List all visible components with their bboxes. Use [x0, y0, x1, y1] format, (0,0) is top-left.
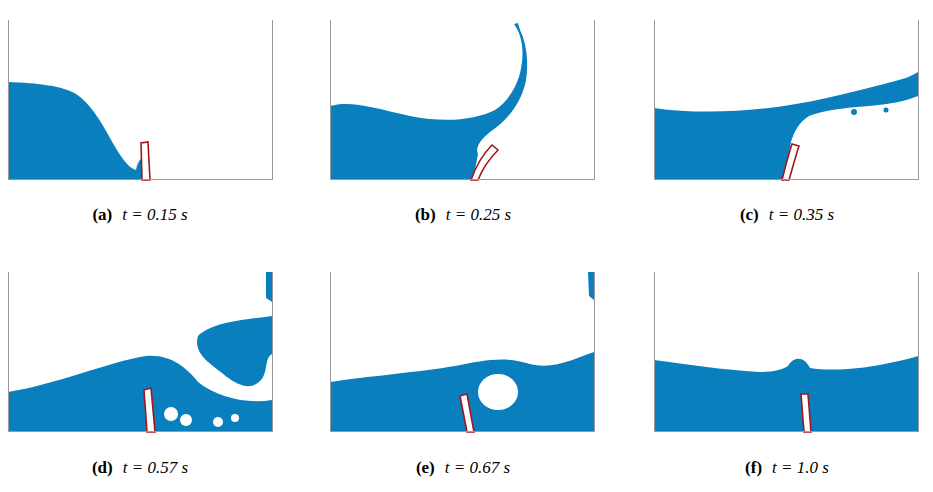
time-label: t = 0.25 s	[446, 205, 511, 225]
panel-caption: (b) t = 0.25 s	[415, 205, 511, 225]
time-label: t = 1.0 s	[772, 458, 829, 478]
time-label: t = 0.67 s	[445, 458, 510, 478]
panel-tag: (f)	[745, 458, 762, 478]
panel-caption: (e) t = 0.67 s	[416, 458, 510, 478]
snapshot-panel	[654, 20, 919, 180]
snapshot-panel	[654, 272, 919, 432]
panel-caption: (a) t = 0.15 s	[92, 205, 187, 225]
snapshot-panel	[330, 272, 595, 432]
panel-caption: (c) t = 0.35 s	[740, 205, 834, 225]
panel-caption: (f) t = 1.0 s	[745, 458, 829, 478]
panel-caption: (d) t = 0.57 s	[92, 458, 188, 478]
panel-tag: (b)	[415, 205, 436, 225]
snapshot-panel	[8, 272, 273, 432]
snapshot-panel	[330, 20, 595, 180]
time-label: t = 0.15 s	[122, 205, 187, 225]
panel-tag: (c)	[740, 205, 759, 225]
time-label: t = 0.35 s	[769, 205, 834, 225]
panel-tag: (a)	[92, 205, 112, 225]
time-label: t = 0.57 s	[123, 458, 188, 478]
snapshot-panel	[8, 20, 273, 180]
panel-tag: (d)	[92, 458, 113, 478]
panel-tag: (e)	[416, 458, 435, 478]
